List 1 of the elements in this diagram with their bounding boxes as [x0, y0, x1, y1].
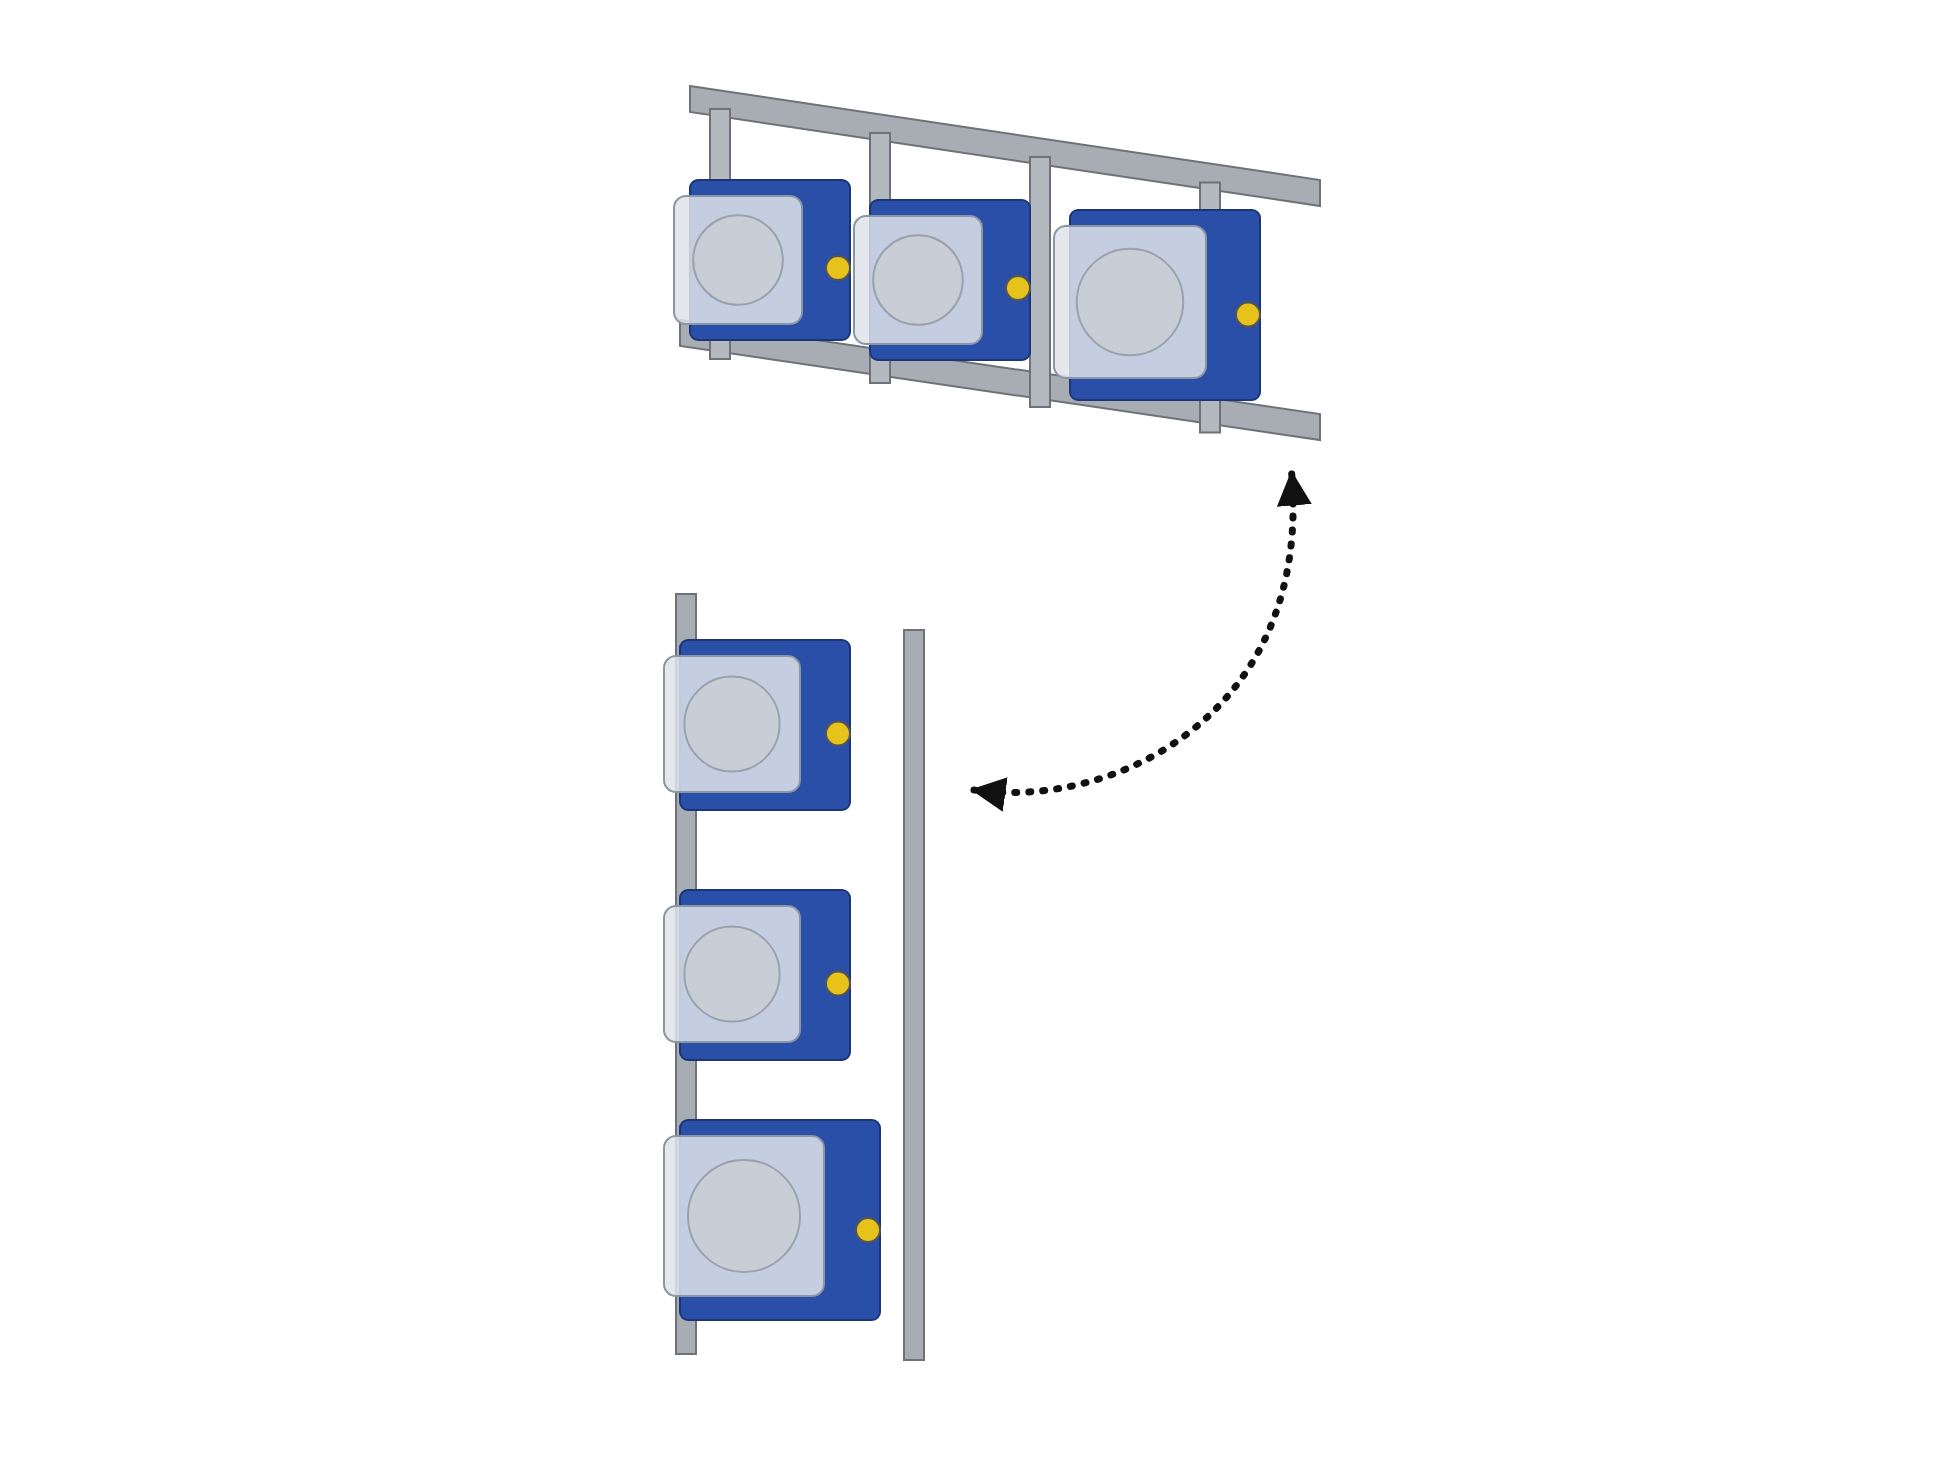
curved-arrow	[970, 470, 1310, 810]
